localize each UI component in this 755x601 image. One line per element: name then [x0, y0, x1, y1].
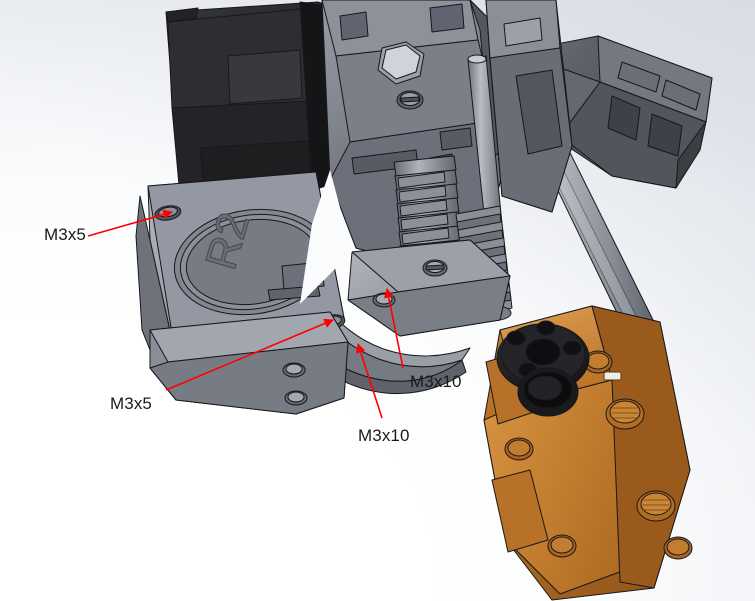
part-extruder-carriage[interactable]	[321, 0, 511, 267]
leader-line	[165, 318, 334, 391]
part-fan-hub[interactable]	[496, 320, 590, 417]
part-lower-bracket[interactable]	[347, 239, 511, 337]
callout-m3x10-bottom[interactable]: M3x10	[358, 426, 410, 445]
callout-m3x5-bottom-left[interactable]: M3x5	[110, 394, 152, 413]
part-heatsink-fins[interactable]	[397, 171, 450, 245]
leader-line	[384, 288, 404, 369]
callout-m3x5-top-left[interactable]: M3x5	[44, 225, 86, 244]
part-stepper-motor[interactable]	[165, 1, 333, 201]
part-right-column[interactable]	[485, 0, 573, 213]
part-fan-shroud[interactable]: R2	[135, 171, 349, 415]
callout-m3x10-right[interactable]: M3x10	[410, 372, 462, 391]
leader-line	[87, 209, 173, 237]
leader-line	[356, 343, 383, 419]
